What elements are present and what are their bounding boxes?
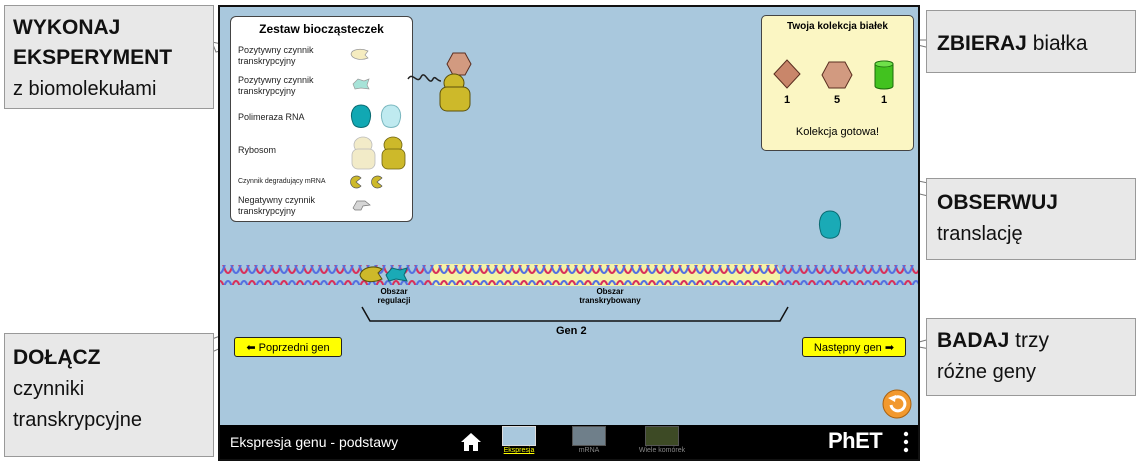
cylinder-protein-icon	[874, 60, 894, 90]
hexagon-protein-icon	[821, 61, 853, 89]
tab-expression-label: Ekspresja	[503, 447, 535, 454]
biomolecule-kit-title: Zestaw biocząsteczek	[259, 22, 384, 36]
callout-experiment: WYKONAJ EKSPERYMENT z biomolekułami	[4, 5, 214, 109]
negative-tf-icon[interactable]	[351, 198, 373, 212]
navigation-bar: Ekspresja genu - podstawy Ekspresja mRNA…	[220, 425, 918, 459]
tab-mrna-thumbnail	[572, 426, 606, 446]
callout-collect-text: białka	[1026, 32, 1088, 55]
tab-many-cells-label: Wiele komórek	[638, 447, 686, 454]
kit-label-negative-tf: Negatywny czynnik transkrypcyjny	[238, 195, 316, 216]
tab-expression[interactable]: Ekspresja	[502, 426, 536, 458]
tab-mrna-label: mRNA	[578, 447, 600, 454]
gene-bracket	[361, 306, 789, 322]
callout-explore: BADAJ trzy różne geny	[926, 318, 1136, 396]
positive-tf-2-icon[interactable]	[351, 77, 371, 91]
simulation-area: Zestaw biocząsteczek Pozytywny czynnik t…	[218, 5, 920, 461]
callout-explore-bold: BADAJ	[937, 329, 1010, 352]
callout-observe: OBSERWUJ translację	[926, 178, 1136, 260]
callout-experiment-text: z biomolekułami	[13, 78, 157, 100]
biomolecule-kit-panel: Zestaw biocząsteczek Pozytywny czynnik t…	[230, 16, 413, 222]
diamond-protein-icon	[773, 59, 801, 89]
protein-collection-title: Twoja kolekcja białek	[787, 21, 888, 32]
menu-icon[interactable]	[902, 431, 910, 453]
rna-polymerase-free-icon[interactable]	[816, 209, 844, 243]
previous-gene-button[interactable]: ⬅ Poprzedni gen	[234, 337, 342, 357]
tab-many-cells[interactable]: Wiele komórek	[630, 426, 694, 458]
callout-observe-bold: OBSERWUJ	[937, 191, 1058, 214]
callout-attach-bold: DOŁĄCZ	[13, 346, 101, 369]
count-diamond: 1	[783, 94, 791, 106]
gene-name-label: Gen 2	[556, 325, 587, 337]
callout-experiment-bold-1: WYKONAJ	[13, 16, 121, 39]
next-gene-button[interactable]: Następny gen ➡	[802, 337, 906, 357]
transcribed-region-label: Obszar transkrybowany	[579, 287, 641, 305]
mrna-destroyer-icon[interactable]	[349, 175, 389, 189]
reset-icon[interactable]	[882, 389, 912, 419]
callout-explore-text-1: trzy	[1009, 329, 1050, 352]
phet-logo[interactable]: PhET	[828, 428, 883, 453]
tab-mrna[interactable]: mRNA	[572, 426, 606, 458]
regulation-region-label: Obszar regulacji	[377, 287, 411, 305]
positive-tf-1-icon[interactable]	[349, 47, 371, 61]
callout-collect: ZBIERAJ białka	[926, 10, 1136, 73]
kit-label-ribosome: Rybosom	[238, 145, 277, 155]
home-icon[interactable]	[460, 432, 482, 452]
callout-attach: DOŁĄCZ czynniki transkrypcyjne	[4, 333, 214, 457]
callout-observe-text: translację	[937, 223, 1023, 245]
tab-many-cells-thumbnail	[645, 426, 679, 446]
protein-collection-panel: Twoja kolekcja białek 1 5 1 Kolekcja got…	[761, 15, 914, 151]
callout-experiment-bold-2: EKSPERYMENT	[13, 46, 173, 69]
sim-title: Ekspresja genu - podstawy	[230, 434, 399, 450]
collection-status: Kolekcja gotowa!	[795, 126, 880, 138]
kit-label-positive-tf-1: Pozytywny czynnik transkrypcyjny	[238, 45, 314, 66]
kit-label-mrna-destroyer: Czynnik degradujący mRNA	[238, 178, 326, 185]
callout-attach-line3: transkrypcyjne	[13, 409, 142, 431]
kit-label-positive-tf-2: Pozytywny czynnik transkrypcyjny	[238, 75, 314, 96]
tab-expression-thumbnail	[502, 426, 536, 446]
rna-polymerase-icon[interactable]	[349, 103, 405, 131]
kit-label-rna-polymerase: Polimeraza RNA	[238, 112, 305, 122]
callout-collect-bold: ZBIERAJ	[937, 32, 1027, 55]
dna-strand	[220, 264, 918, 286]
ribosome-icon[interactable]	[349, 135, 411, 171]
translating-ribosome-icon[interactable]	[403, 51, 493, 121]
count-cylinder: 1	[880, 94, 888, 106]
callout-attach-line2: czynniki	[13, 378, 85, 400]
callout-explore-text-2: różne geny	[937, 361, 1036, 383]
count-hexagon: 5	[833, 94, 841, 106]
